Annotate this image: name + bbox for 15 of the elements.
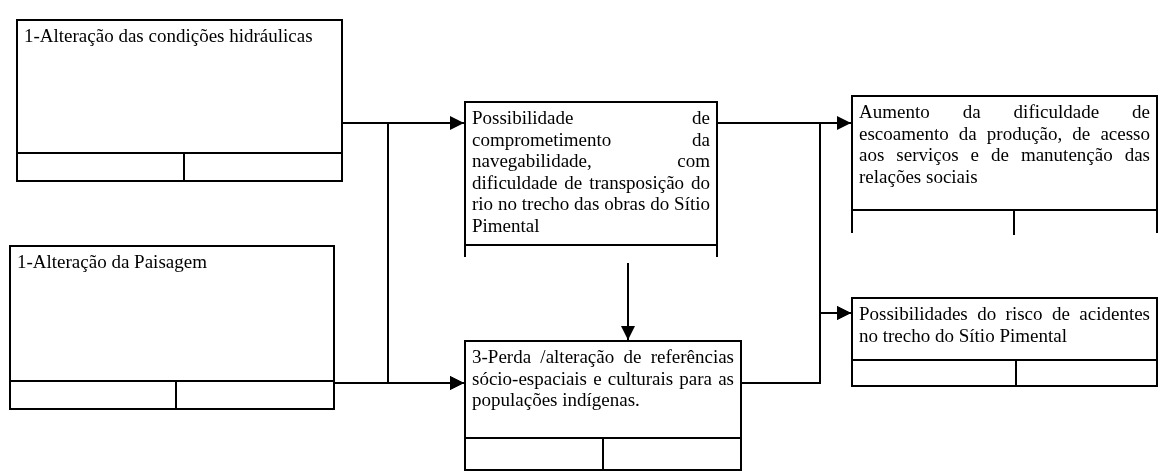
arrow (741, 306, 852, 384)
process-box (464, 340, 742, 471)
box-text: 1-Alteração da Paisagem (17, 251, 208, 273)
process-box (851, 95, 1158, 233)
box-text: 1-Alteração das condições hidráulicas (24, 25, 314, 47)
arrow (334, 376, 465, 390)
box-text: Possibilidades do risco de acidentes no trecho do Sítio Pimental (859, 303, 1150, 346)
box-text: Aumento da dificuldade de escoamento da produção, de acesso aos serviços e de manutenção das relações sociais (859, 101, 1150, 187)
process-box (464, 101, 718, 257)
arrow (621, 262, 635, 341)
process-box (9, 245, 335, 410)
process-box (851, 297, 1158, 387)
process-box (16, 19, 343, 182)
box-text: 3-Perda /alteração de referências sócio-espaciais e culturais para as populações indígenas. (472, 346, 734, 411)
box-text: Possibilidade de comprometimento da navegabilidade, com dificuldade de transposição do rio no trecho das obras do Sítio Pimental (472, 107, 710, 236)
